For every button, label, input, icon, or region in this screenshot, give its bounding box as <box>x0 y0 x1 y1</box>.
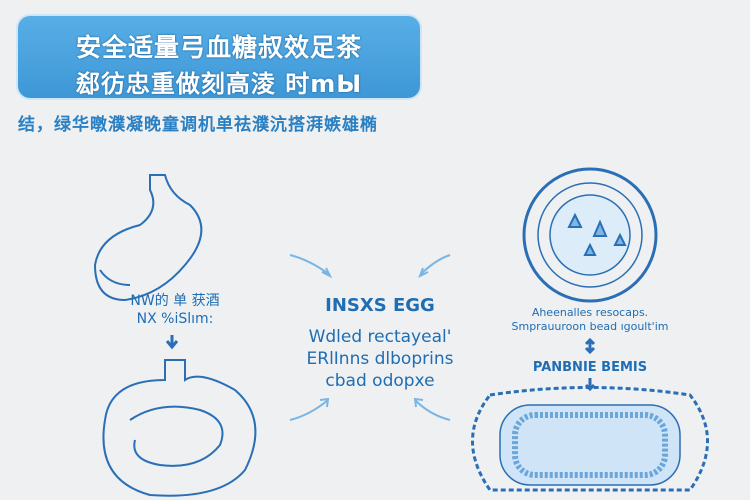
right-label: PANBNIE BEMIS <box>532 360 648 375</box>
center-title: INSXS EGG <box>325 295 435 316</box>
intestine-icon <box>102 359 257 497</box>
villi-tissue-icon <box>471 386 709 492</box>
center-line-2: ERlInns dlboprins <box>306 349 454 369</box>
banner-line-1: 安全适量弓血糖叔效足茶 <box>75 33 362 62</box>
right-text: Aheenalles resocaps. Smprauuroon bead ıg… <box>490 306 690 334</box>
arrow-down-icon <box>165 335 179 350</box>
title-banner: 安全适量弓血糖叔效足茶 郄彷忠重做刻高淩 时mЫ <box>18 16 420 98</box>
center-line-3: cbad odopxe <box>325 371 435 391</box>
subtitle: 结，绿华暾濮凝晚童调机单祛濮沆搭湃嫉雄椭 <box>18 115 378 135</box>
right-line-1: Aheenalles resocaps. <box>531 306 649 319</box>
center-line-1: Wdled rectayeal' <box>308 327 452 347</box>
double-arrow-icon <box>584 337 596 355</box>
curved-arrows <box>289 254 451 421</box>
banner-line-2: 郄彷忠重做刻高淩 时mЫ <box>75 70 363 98</box>
cell-cluster-icon <box>522 167 658 303</box>
right-line-2: Smprauuroon bead ıgoult'im <box>511 320 669 333</box>
left-label: NW的 单 获酒 NX %iSlım: <box>110 292 240 328</box>
stomach-icon <box>93 174 203 302</box>
left-label-line-1: NW的 单 获酒 <box>130 293 220 309</box>
left-label-line-2: NX %iSlım: <box>136 311 214 327</box>
center-text: INSXS EGG Wdled rectayeal' ERlInns dlbop… <box>290 295 470 392</box>
